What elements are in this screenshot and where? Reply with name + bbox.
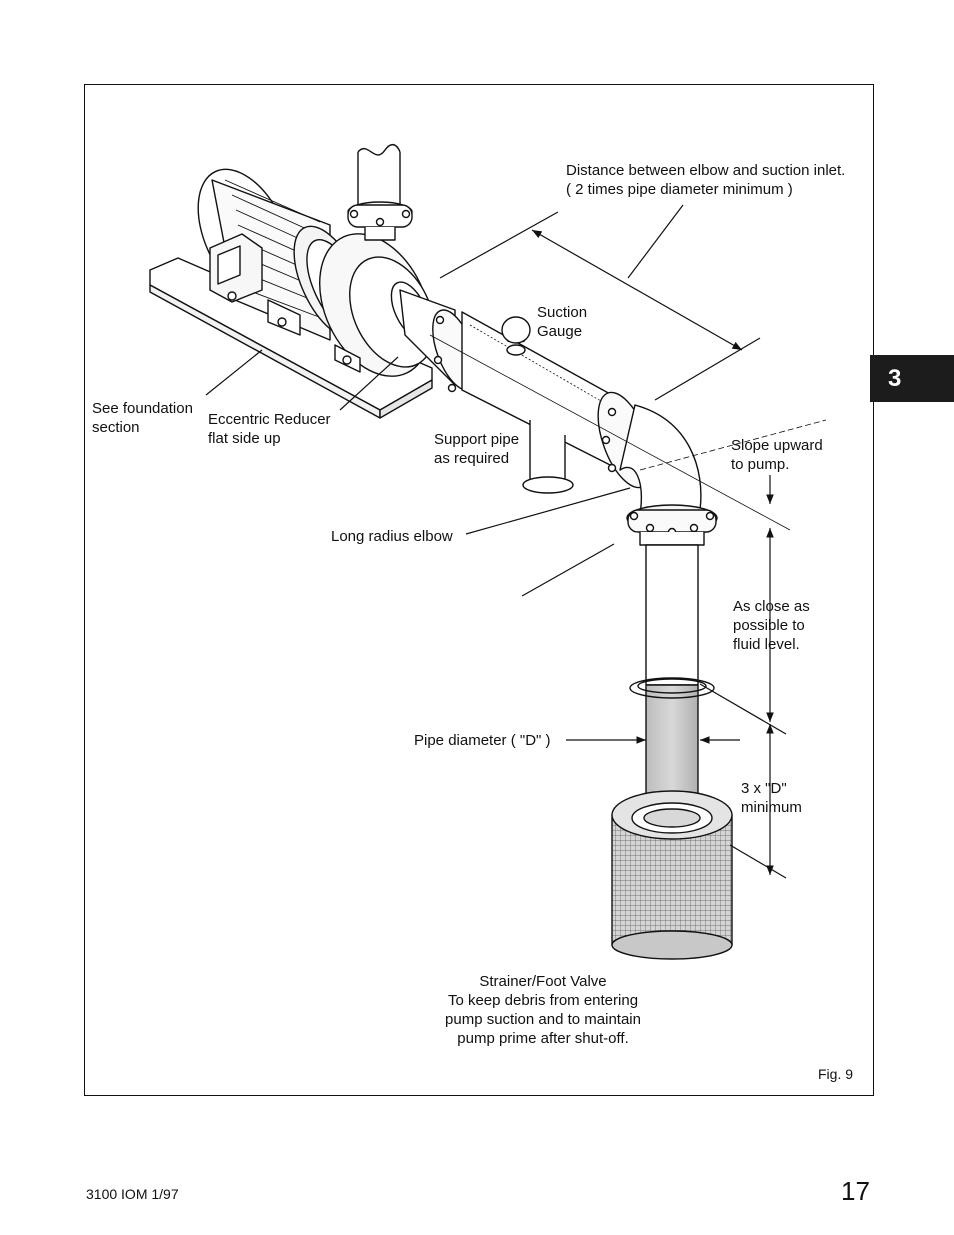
fluid-level-line bbox=[699, 683, 787, 735]
bottom-extension bbox=[729, 844, 787, 879]
reducer-leader bbox=[339, 356, 399, 411]
foundation-leader bbox=[205, 349, 263, 396]
slope-label-line2: to pump. bbox=[731, 456, 790, 473]
elbow-label: Long radius elbow bbox=[331, 528, 453, 545]
distance-label-line2: ( 2 times pipe diameter minimum ) bbox=[566, 181, 793, 198]
foundation-label-line2: section bbox=[92, 419, 140, 436]
distance-leader bbox=[627, 204, 684, 279]
support-label-line2: as required bbox=[434, 450, 510, 467]
three-d-label-line1: 3 x "D" bbox=[741, 780, 787, 797]
distance-label-line1: Distance between elbow and suction inlet… bbox=[566, 162, 846, 179]
close-label-line3: fluid level. bbox=[733, 636, 800, 653]
chapter-tab: 3 bbox=[870, 355, 954, 402]
document-id: 3100 IOM 1/97 bbox=[86, 1186, 179, 1202]
reducer-label-line2: flat side up bbox=[208, 430, 281, 447]
support-label-line1: Support pipe bbox=[434, 431, 520, 448]
close-label-line1: As close as bbox=[733, 598, 810, 615]
suction-gauge-label-line2: Gauge bbox=[537, 323, 583, 340]
figure-label: Fig. 9 bbox=[818, 1066, 854, 1082]
slope-label-line1: Slope upward bbox=[731, 437, 823, 454]
suction-pipe-horizontal bbox=[390, 281, 702, 516]
pipe-diameter-label: Pipe diameter ( "D" ) bbox=[414, 732, 551, 749]
strainer-label-line3: pump suction and to maintain bbox=[445, 1011, 641, 1028]
suction-pipe-vertical bbox=[626, 504, 718, 821]
suction-gauge-label-line1: Suction bbox=[537, 304, 588, 321]
slope-reference bbox=[429, 334, 791, 531]
close-label-line2: possible to bbox=[733, 617, 805, 634]
strainer-label-line4: pump prime after shut-off. bbox=[457, 1030, 629, 1047]
reducer-label-line1: Eccentric Reducer bbox=[208, 411, 331, 428]
strainer-foot-valve bbox=[611, 790, 733, 960]
strainer-label-line1: Strainer/Foot Valve bbox=[479, 973, 607, 990]
three-d-label-line2: minimum bbox=[741, 799, 802, 816]
page-number: 17 bbox=[841, 1176, 870, 1206]
elbow-leader bbox=[465, 487, 631, 535]
distance-extension-top bbox=[439, 211, 559, 279]
foundation-label-line1: See foundation bbox=[92, 400, 193, 417]
discharge-pipe bbox=[347, 143, 413, 241]
support-pipe bbox=[522, 420, 574, 494]
figure-frame bbox=[84, 84, 874, 1096]
distance-extension-bottom bbox=[654, 337, 761, 401]
distance-dimension-line bbox=[531, 229, 743, 351]
strainer-label-line2: To keep debris from entering bbox=[447, 992, 639, 1009]
slope-centerline bbox=[639, 419, 827, 471]
fluid-level-left bbox=[521, 543, 615, 597]
